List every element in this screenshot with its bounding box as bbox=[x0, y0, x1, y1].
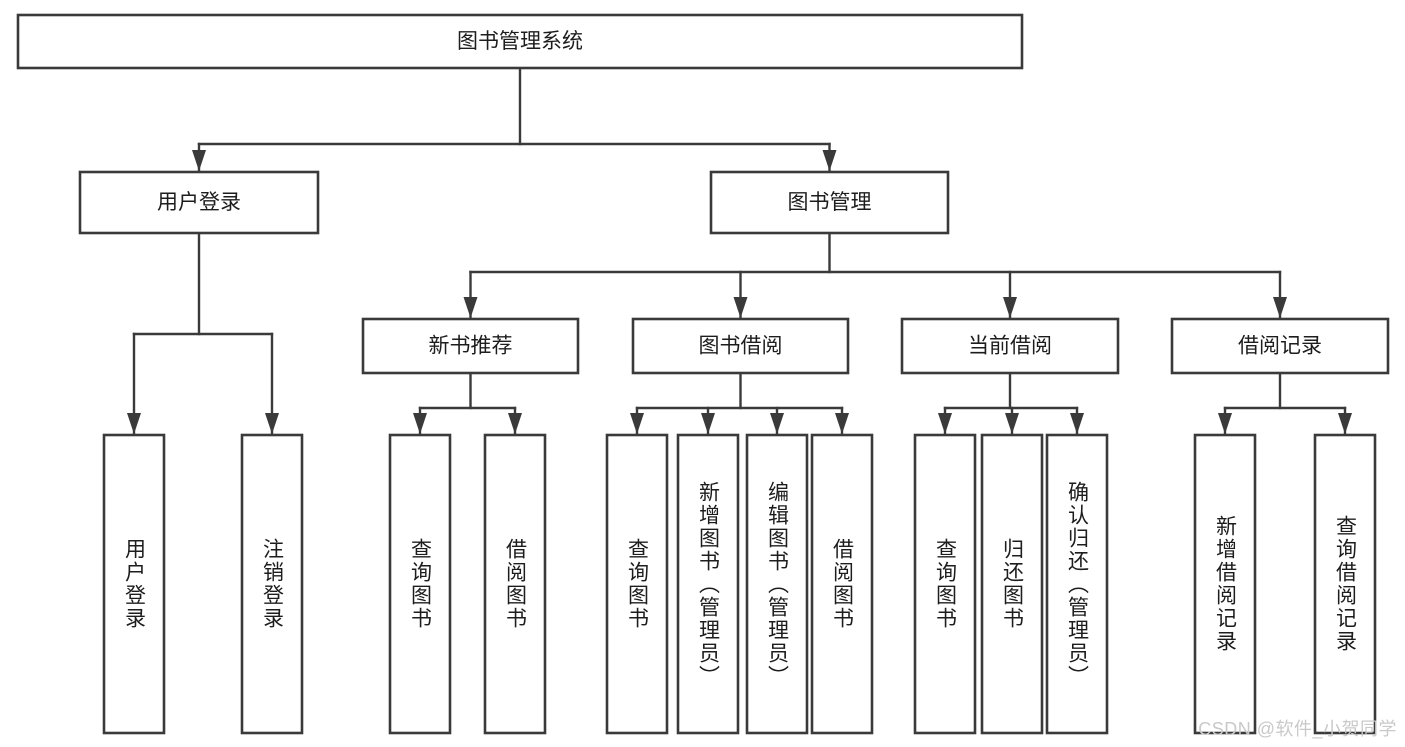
node-root-label: 图书管理系统 bbox=[457, 30, 583, 53]
arrow-head-icon bbox=[822, 150, 837, 171]
node-leaf-query-book-1[interactable] bbox=[388, 433, 452, 735]
arrow-head-icon bbox=[508, 413, 522, 434]
node-leaf-borrow-book-2[interactable] bbox=[810, 433, 874, 735]
arrow-head-icon bbox=[1070, 413, 1084, 434]
node-user-login-label: 用户登录 bbox=[157, 191, 241, 214]
arrow-head-icon bbox=[770, 413, 784, 434]
arrow-head-icon bbox=[835, 413, 849, 434]
node-borrow-record[interactable] bbox=[1170, 317, 1390, 375]
arrow-head-icon bbox=[733, 297, 748, 318]
node-leaf-query-book-3[interactable] bbox=[913, 433, 977, 735]
node-leaf-return-book[interactable] bbox=[980, 433, 1044, 735]
arrow-head-icon bbox=[1338, 413, 1352, 434]
node-book-manage-label: 图书管理 bbox=[788, 191, 872, 214]
node-current-borrow-label: 当前借阅 bbox=[968, 335, 1052, 358]
arrow-head-icon bbox=[463, 297, 478, 318]
arrow-head-icon bbox=[1005, 413, 1019, 434]
node-book-borrow-label: 图书借阅 bbox=[699, 335, 783, 358]
arrow-head-icon bbox=[938, 413, 952, 434]
connector-layer bbox=[127, 66, 1352, 435]
node-book-borrow[interactable] bbox=[631, 317, 850, 375]
arrow-head-icon bbox=[630, 413, 644, 434]
node-leaf-query-book-2[interactable] bbox=[605, 433, 669, 735]
arrow-head-icon bbox=[1218, 413, 1232, 434]
node-leaf-user-login[interactable] bbox=[102, 433, 166, 735]
node-user-login[interactable] bbox=[78, 170, 320, 235]
node-box-layer bbox=[16, 13, 1390, 735]
node-root[interactable] bbox=[16, 13, 1024, 70]
arrow-head-icon bbox=[127, 413, 141, 434]
node-new-book-recommend-label: 新书推荐 bbox=[429, 335, 513, 358]
node-current-borrow[interactable] bbox=[900, 317, 1120, 375]
node-leaf-logout-login[interactable] bbox=[240, 433, 304, 735]
node-leaf-add-record[interactable] bbox=[1193, 433, 1257, 735]
arrow-head-icon bbox=[701, 413, 715, 434]
arrow-head-icon bbox=[192, 150, 206, 171]
node-borrow-record-label: 借阅记录 bbox=[1238, 335, 1322, 358]
node-leaf-borrow-book-1[interactable] bbox=[483, 433, 547, 735]
node-leaf-add-book[interactable] bbox=[676, 433, 740, 735]
watermark-text: CSDN @软件_小贺同学 bbox=[1198, 719, 1397, 739]
arrow-head-icon bbox=[265, 413, 279, 434]
arrow-head-icon bbox=[1273, 297, 1287, 318]
node-new-book-recommend[interactable] bbox=[361, 317, 580, 375]
node-leaf-query-record[interactable] bbox=[1313, 433, 1377, 735]
arrow-head-icon bbox=[1003, 297, 1017, 318]
node-leaf-confirm-return[interactable] bbox=[1045, 433, 1109, 735]
node-book-manage[interactable] bbox=[709, 170, 950, 235]
arrow-head-icon bbox=[413, 413, 427, 434]
node-leaf-edit-book[interactable] bbox=[745, 433, 809, 735]
